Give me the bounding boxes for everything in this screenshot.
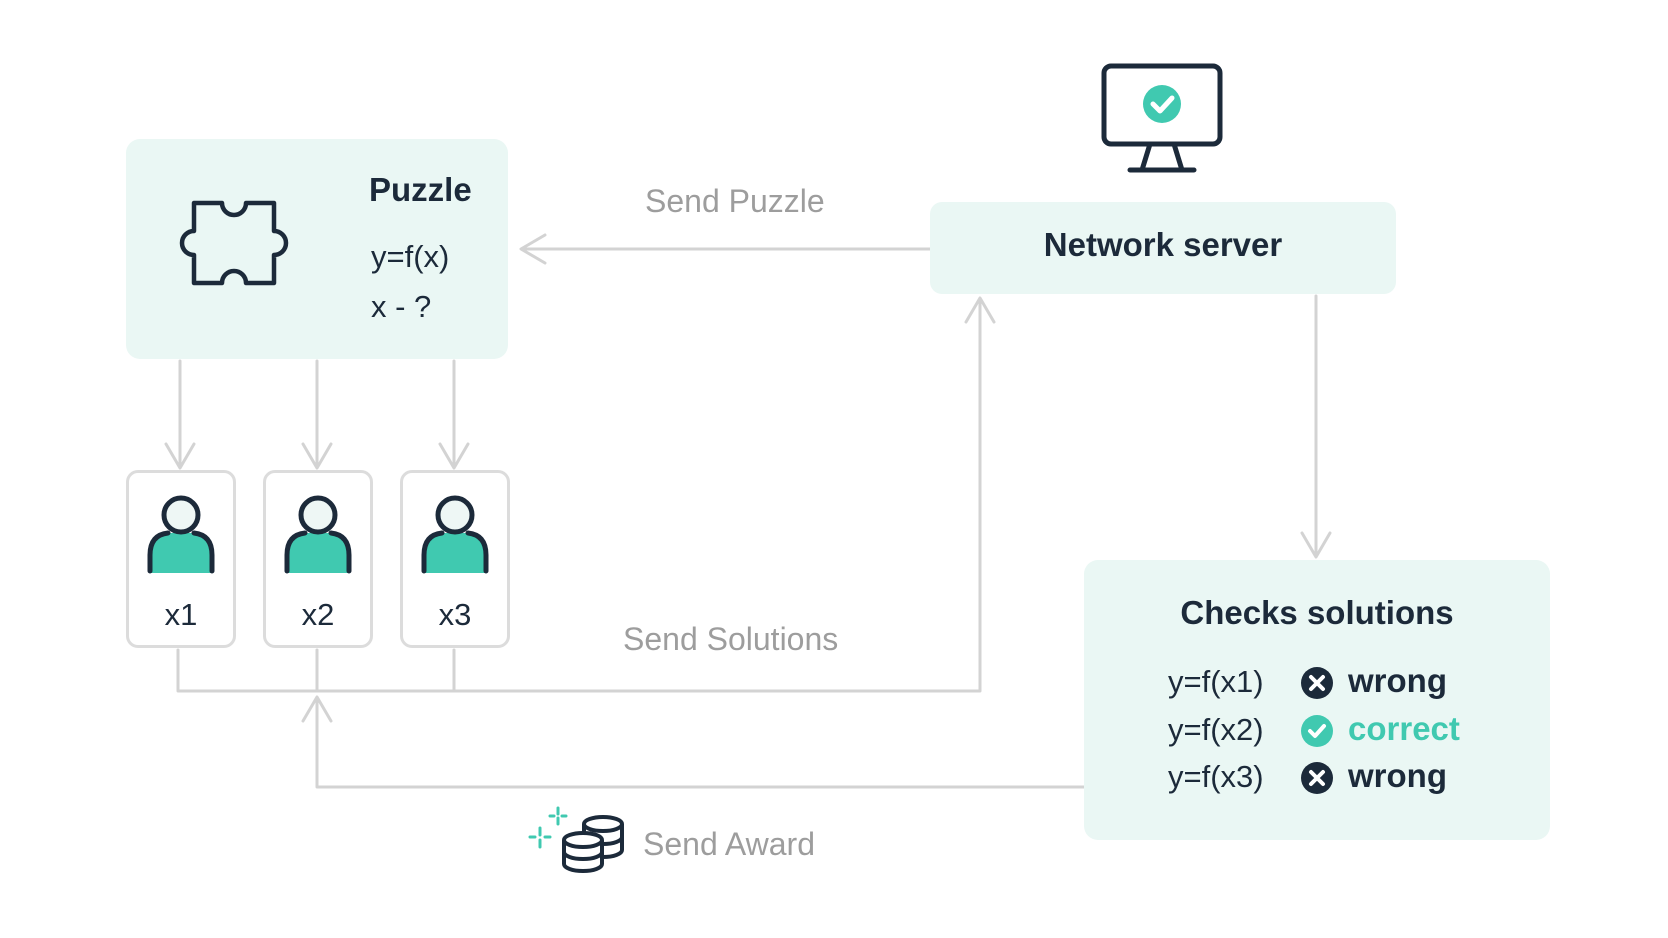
- check-row-2-status: correct: [1348, 710, 1460, 747]
- send-puzzle-arrowhead: [519, 233, 547, 265]
- check-row-1-status: wrong: [1348, 662, 1447, 699]
- check-row-3-status: wrong: [1348, 757, 1447, 794]
- send-puzzle-label: Send Puzzle: [645, 183, 825, 219]
- user-icon: [421, 495, 489, 574]
- check-row-2-equation: y=f(x2): [1168, 712, 1264, 747]
- cross-circle-icon: [1301, 667, 1333, 699]
- user-icon: [147, 495, 215, 574]
- puzzle-to-x3-arrow: [438, 359, 470, 470]
- puzzle-to-x1-arrow: [164, 359, 196, 470]
- user-card-x1: x1: [126, 470, 236, 648]
- puzzle-icon: [179, 200, 289, 286]
- checks-solutions-box: Checks solutions y=f(x1) wrong y=f(x2) c…: [1084, 560, 1550, 840]
- puzzle-question: x - ?: [371, 289, 432, 324]
- send-award-arrowhead: [301, 695, 333, 723]
- cross-circle-icon: [1301, 762, 1333, 794]
- puzzle-title: Puzzle: [369, 171, 472, 208]
- send-solutions-arrowhead: [964, 296, 996, 324]
- check-row-1-equation: y=f(x1): [1168, 664, 1264, 699]
- send-award-label: Send Award: [643, 826, 815, 862]
- user-card-x2: x2: [263, 470, 373, 648]
- check-row-3-equation: y=f(x3): [1168, 759, 1264, 794]
- network-server-title: Network server: [1043, 226, 1283, 263]
- user-label: x2: [301, 597, 335, 632]
- send-award-line: [315, 697, 1086, 789]
- user-label: x1: [164, 597, 198, 632]
- monitor-check-icon: [1101, 63, 1223, 173]
- network-server-box: Network server: [930, 202, 1396, 294]
- puzzle-equation: y=f(x): [371, 239, 450, 274]
- puzzle-to-x2-arrow: [301, 359, 333, 470]
- puzzle-box: Puzzle y=f(x) x - ?: [126, 139, 508, 359]
- user-label: x3: [438, 597, 472, 632]
- user-icon: [284, 495, 352, 574]
- send-solutions-label: Send Solutions: [623, 621, 839, 657]
- check-circle-icon: [1301, 715, 1333, 747]
- user-card-x3: x3: [400, 470, 510, 648]
- checks-solutions-title: Checks solutions: [1180, 594, 1454, 631]
- send-solutions-line: [176, 297, 982, 693]
- coins-sparkle-icon: [528, 806, 624, 873]
- server-to-checks-arrow: [1300, 294, 1332, 559]
